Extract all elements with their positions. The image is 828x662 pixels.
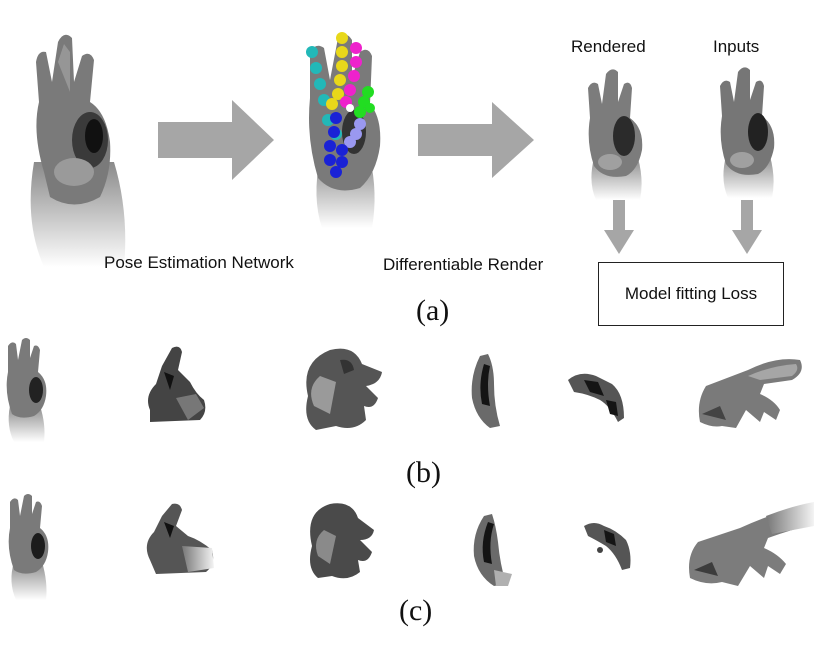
- result-row-c: [0, 490, 828, 602]
- hand-joint-markers: [306, 32, 375, 178]
- hand-sample-b4: [471, 354, 500, 428]
- arrow-right-icon: [158, 100, 274, 180]
- pose-estimation-hand: [290, 28, 400, 228]
- hand-sample-b6: [698, 359, 802, 428]
- input-depth-hand-small: [712, 60, 792, 200]
- panel-label-a: (a): [416, 294, 450, 327]
- hand-sample-c2: [146, 503, 214, 574]
- hand-sample-b5: [568, 373, 624, 422]
- hand-sample-b2: [148, 346, 206, 422]
- hand-sample-b3: [306, 348, 382, 430]
- panel-label-b: (b): [406, 456, 441, 489]
- pose-estimation-label: Pose Estimation Network: [104, 253, 294, 272]
- rendered-label: Rendered: [571, 37, 646, 56]
- panel-label-c: (c): [399, 594, 433, 627]
- differentiable-render-label: Differentiable Render: [383, 255, 544, 274]
- inputs-label: Inputs: [713, 37, 760, 56]
- loss-box-label: Model fitting Loss: [624, 284, 758, 303]
- arrow-down-icon: [732, 200, 762, 254]
- hand-sample-b1: [6, 338, 47, 442]
- hand-sample-c1: [8, 494, 49, 600]
- result-row-b: [0, 336, 828, 446]
- hand-sample-c3: [310, 503, 374, 579]
- input-depth-hand: [14, 22, 164, 272]
- arrow-down-icon: [604, 200, 634, 254]
- loss-box: Model fitting Loss: [598, 262, 784, 326]
- hand-sample-c4: [473, 514, 512, 586]
- hand-sample-c5: [584, 523, 631, 570]
- arrow-right-icon: [418, 102, 534, 178]
- hand-sample-c6: [689, 502, 814, 586]
- rendered-depth-hand: [580, 62, 660, 202]
